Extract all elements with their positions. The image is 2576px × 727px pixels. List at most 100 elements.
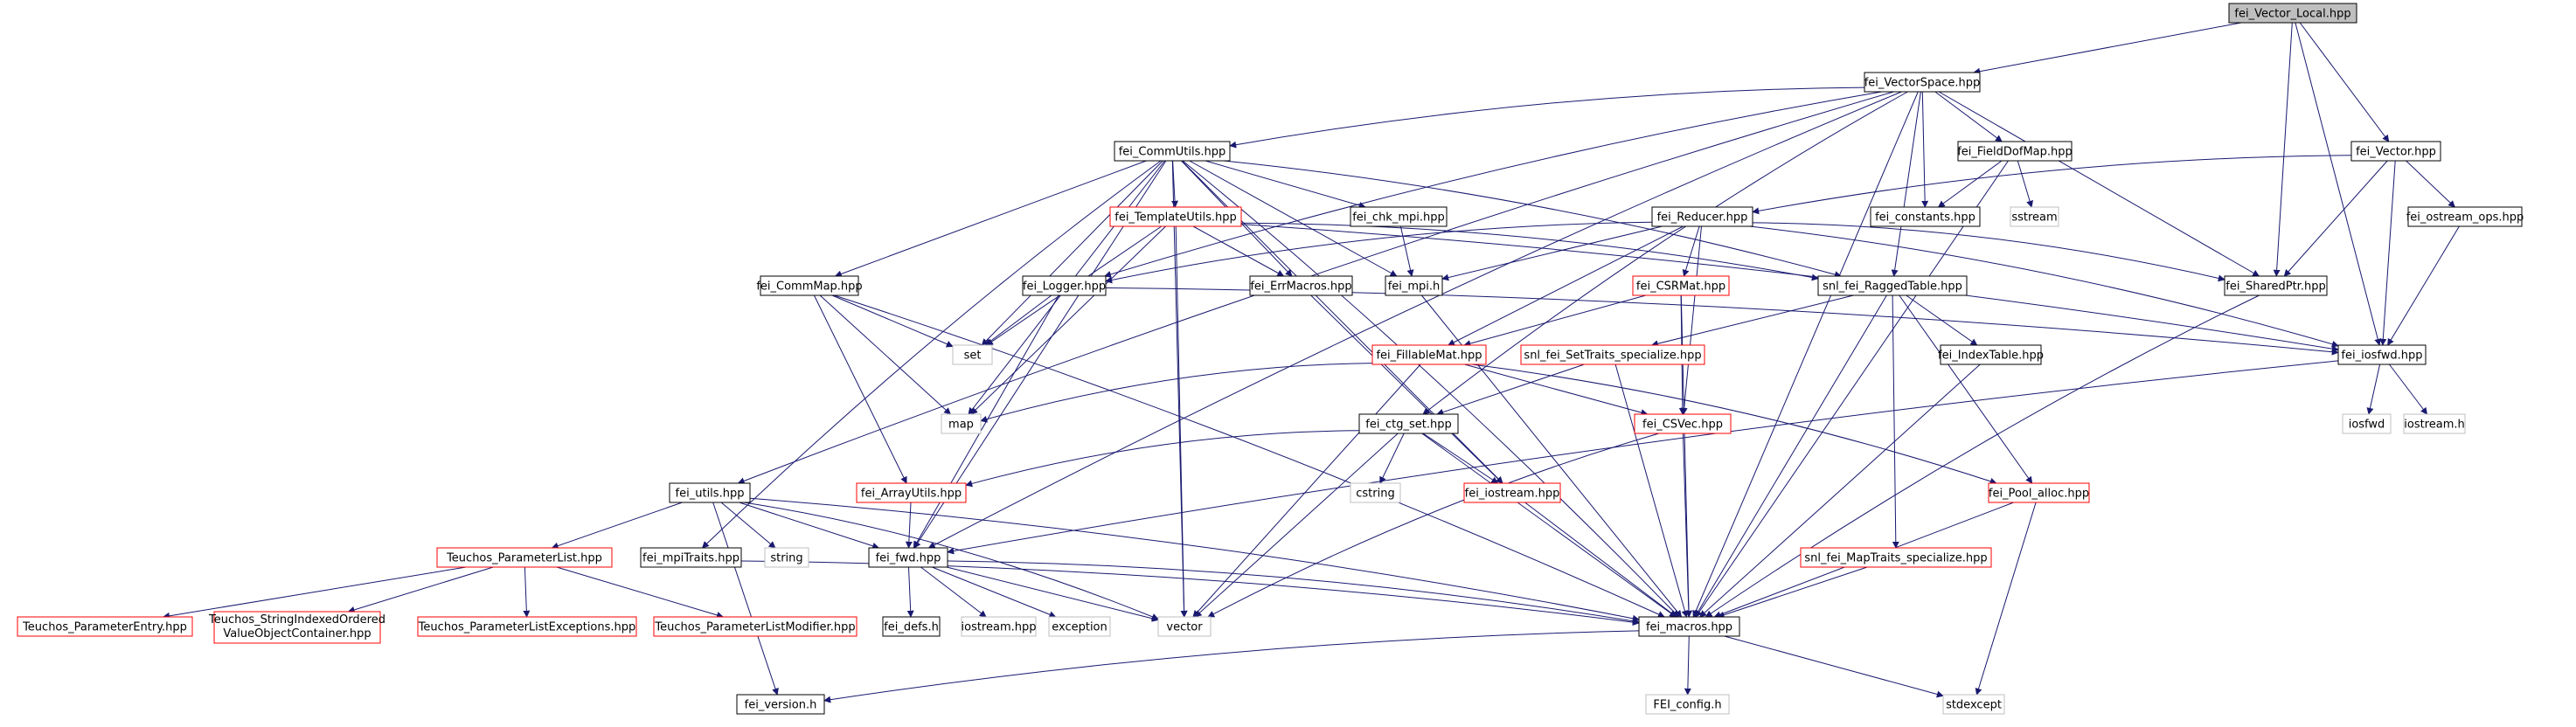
node-fei-indextable[interactable]: fei_IndexTable.hpp <box>1938 344 2044 365</box>
node-teuchos-stringindexed[interactable]: Teuchos_StringIndexedOrderedValueObjectC… <box>208 611 385 644</box>
node-fei-logger[interactable]: fei_Logger.hpp <box>1022 275 1107 296</box>
node-fei-sharedptr[interactable]: fei_SharedPtr.hpp <box>2224 275 2328 296</box>
node-fei-version[interactable]: fei_version.h <box>736 694 825 715</box>
node-fei-ctg-set[interactable]: fei_ctg_set.hpp <box>1358 413 1459 434</box>
node-teuchos-parameterlistmodifier[interactable]: Teuchos_ParameterListModifier.hpp <box>653 616 858 637</box>
node-fei-pool-alloc[interactable]: fei_Pool_alloc.hpp <box>1988 482 2090 503</box>
node-label: fei_Reducer.hpp <box>1657 211 1748 225</box>
node-fei-templateutils[interactable]: fei_TemplateUtils.hpp <box>1109 206 1242 227</box>
node-string: string <box>764 547 809 568</box>
node-fei-ostream-ops[interactable]: fei_ostream_ops.hpp <box>2406 206 2524 227</box>
node-fei-reducer[interactable]: fei_Reducer.hpp <box>1651 206 1753 227</box>
node-fei-defs[interactable]: fei_defs.h <box>882 616 941 637</box>
edge-fei_CommUtils-to-fei_mpiTraits <box>701 160 1162 549</box>
node-label: fei_Vector_Local.hpp <box>2234 8 2350 21</box>
node-fei-mpi[interactable]: fei_mpi.h <box>1385 275 1443 296</box>
edge-fei_iosfwd-to-fei_fwd <box>947 360 2339 555</box>
node-teuchos-parameterlistexceptions[interactable]: Teuchos_ParameterListExceptions.hpp <box>417 616 637 637</box>
node-label: sstream <box>2011 211 2057 225</box>
node-snl-fei-maptraits[interactable]: snl_fei_MapTraits_specialize.hpp <box>1800 547 1992 568</box>
node-map: map <box>941 413 982 434</box>
node-fei-fillablemat[interactable]: fei_FillableMat.hpp <box>1371 344 1487 365</box>
node-box <box>1638 616 1740 637</box>
edge-fei_CSVec-to-fei_macros <box>1682 433 1692 618</box>
edge-fei_ostream_ops-to-fei_iosfwd <box>2387 225 2460 346</box>
node-snl-fei-raggedtable[interactable]: snl_fei_RaggedTable.hpp <box>1817 275 1968 296</box>
node-sstream: sstream <box>2010 206 2059 227</box>
node-label: fei_Logger.hpp <box>1023 280 1106 294</box>
node-label: fei_TemplateUtils.hpp <box>1114 211 1237 225</box>
node-fei-csvec[interactable]: fei_CSVec.hpp <box>1634 413 1732 434</box>
edge-fei_Reducer-to-fei_Logger <box>1105 221 1653 284</box>
node-fei-vector[interactable]: fei_Vector.hpp <box>2350 141 2441 162</box>
edge-fei_fwd-to-fei_macros <box>947 560 1640 625</box>
edge-fei_IndexTable-to-fei_macros <box>1699 364 1981 618</box>
node-label: Teuchos_ParameterListExceptions.hpp <box>418 621 636 634</box>
edge-fei_TemplateUtils-to-map <box>970 225 1166 415</box>
edge-fei_SharedPtr-to-fei_macros <box>1705 294 2260 618</box>
node-fei-macros[interactable]: fei_macros.hpp <box>1638 616 1740 637</box>
node-fei-iosfwd[interactable]: fei_iosfwd.hpp <box>2337 344 2427 365</box>
node-box <box>961 616 1037 637</box>
node-teuchos-parameterlist[interactable]: Teuchos_ParameterList.hpp <box>436 547 613 568</box>
edge-fei_FieldDofMap-to-sstream <box>2017 160 2033 208</box>
node-box <box>213 611 381 644</box>
node-fei-commmap[interactable]: fei_CommMap.hpp <box>756 275 863 296</box>
node-label: fei_ArrayUtils.hpp <box>861 488 962 501</box>
node-box <box>669 482 751 503</box>
node-box <box>1942 694 2005 715</box>
node-label: fei_ctg_set.hpp <box>1365 419 1451 432</box>
node-fei-commutils[interactable]: fei_CommUtils.hpp <box>1114 141 1231 162</box>
node-fei-vector-local[interactable]: fei_Vector_Local.hpp <box>2228 3 2357 24</box>
node-box <box>1109 206 1242 227</box>
node-label: fei_chk_mpi.hpp <box>1352 211 1445 225</box>
node-box <box>941 413 982 434</box>
node-label: fei_macros.hpp <box>1646 621 1732 634</box>
node-label: set <box>964 350 982 363</box>
node-fei-errmacros[interactable]: fei_ErrMacros.hpp <box>1249 275 1353 296</box>
node-label: fei_version.h <box>745 699 817 712</box>
edge-snl_fei_RaggedTable-to-snl_fei_SetTraits <box>1650 294 1854 348</box>
node-box <box>2228 3 2357 24</box>
edge-snl_fei_MapTraits-to-fei_macros <box>1717 566 1868 619</box>
node-label: Teuchos_StringIndexedOrdered <box>208 613 385 627</box>
edge-fei_VectorSpace-to-fei_constants <box>1921 91 1929 208</box>
node-fei-arrayutils[interactable]: fei_ArrayUtils.hpp <box>856 482 967 503</box>
edge-fei_Vector_Local-to-fei_Vector <box>2299 22 2390 142</box>
node-box <box>1988 482 2090 503</box>
node-fei-fwd[interactable]: fei_fwd.hpp <box>868 547 948 568</box>
node-fei-csrmat[interactable]: fei_CSRMat.hpp <box>1632 275 1730 296</box>
node-teuchos-parameterentry[interactable]: Teuchos_ParameterEntry.hpp <box>17 616 193 637</box>
node-box <box>1651 206 1753 227</box>
node-fei-config: FEI_config.h <box>1645 694 1730 715</box>
node-fei-vectorspace[interactable]: fei_VectorSpace.hpp <box>1864 72 1981 93</box>
node-box <box>1114 141 1231 162</box>
node-fei-utils[interactable]: fei_utils.hpp <box>669 482 751 503</box>
edge-Teuchos_ParameterList-to-Teuchos_ParameterListExceptions <box>523 566 531 618</box>
node-cstring: cstring <box>1350 482 1401 503</box>
node-box <box>1371 344 1487 365</box>
node-label: fei_ostream_ops.hpp <box>2406 211 2524 225</box>
edge-fei_FieldDofMap-to-fei_constants <box>1937 160 2003 208</box>
node-label: vector <box>1166 621 1203 634</box>
edge-fei_ctg_set-to-vector <box>1194 433 1399 618</box>
node-fei-iostream[interactable]: fei_iostream.hpp <box>1463 482 1561 503</box>
node-fei-mpitraits[interactable]: fei_mpiTraits.hpp <box>640 547 742 568</box>
edge-fei_CommMap-to-fei_macros <box>834 294 1665 618</box>
edge-fei_Reducer-to-fei_FillableMat <box>1448 225 1684 346</box>
edge-fei_macros-to-fei_version <box>823 630 1640 703</box>
node-fei-constants[interactable]: fei_constants.hpp <box>1870 206 1981 227</box>
node-fei-fielddofmap[interactable]: fei_FieldDofMap.hpp <box>1957 141 2073 162</box>
edge-fei_fwd-to-exception <box>932 566 1057 619</box>
edge-fei_VectorSpace-to-fei_fwd <box>927 91 1902 549</box>
node-label: fei_VectorSpace.hpp <box>1864 77 1981 90</box>
node-snl-fei-settraits[interactable]: snl_fei_SetTraits_specialize.hpp <box>1520 344 1705 365</box>
node-box <box>653 616 858 637</box>
node-box <box>1800 547 1992 568</box>
node-label: fei_iostream.hpp <box>1465 488 1560 501</box>
edge-fei_TemplateUtils-to-fei_ErrMacros <box>1192 225 1285 277</box>
node-box <box>2342 413 2392 434</box>
node-fei-chk-mpi[interactable]: fei_chk_mpi.hpp <box>1350 206 1448 227</box>
edge-fei_ArrayUtils-to-fei_fwd <box>905 502 913 549</box>
edge-fei_VectorSpace-to-fei_utils <box>737 91 1894 485</box>
